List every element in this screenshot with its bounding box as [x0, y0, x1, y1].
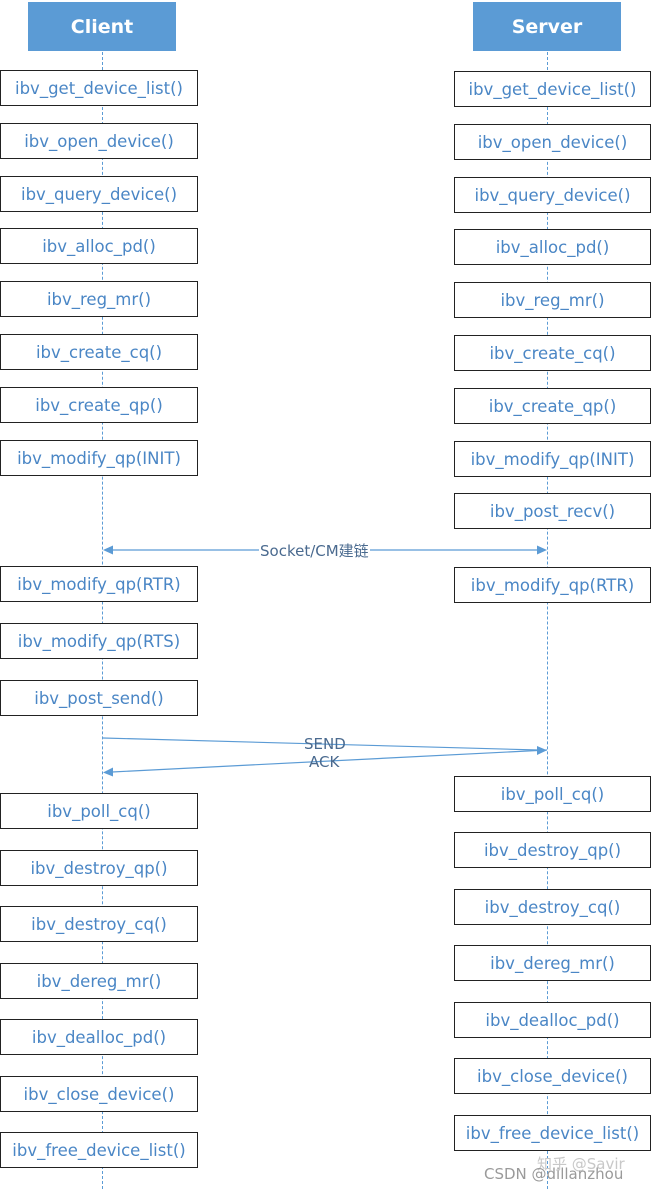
client-call-dealloc-pd: ibv_dealloc_pd() [0, 1019, 198, 1055]
client-call-poll-cq: ibv_poll_cq() [0, 793, 198, 829]
client-header: Client [28, 2, 176, 51]
connect-arrowhead-right [537, 545, 547, 555]
server-lifeline [547, 52, 548, 1189]
client-call-modify-qp-init: ibv_modify_qp(INIT) [0, 440, 198, 476]
server-call-create-qp: ibv_create_qp() [454, 388, 651, 424]
client-call-create-cq: ibv_create_cq() [0, 334, 198, 370]
ack-arrowhead [103, 767, 113, 777]
server-call-modify-qp-rtr: ibv_modify_qp(RTR) [454, 567, 651, 603]
client-call-destroy-qp: ibv_destroy_qp() [0, 850, 198, 886]
server-call-post-recv: ibv_post_recv() [454, 493, 651, 529]
csdn-watermark: CSDN @dillanzhou [484, 1165, 624, 1183]
ack-arrow-line [111, 749, 548, 773]
client-call-dereg-mr: ibv_dereg_mr() [0, 963, 198, 999]
client-call-create-qp: ibv_create_qp() [0, 387, 198, 423]
server-call-open-device: ibv_open_device() [454, 124, 651, 160]
client-call-get-device-list: ibv_get_device_list() [0, 70, 198, 106]
client-call-query-device: ibv_query_device() [0, 176, 198, 212]
send-label: SEND [304, 735, 346, 753]
server-call-dealloc-pd: ibv_dealloc_pd() [454, 1002, 651, 1038]
server-call-close-device: ibv_close_device() [454, 1058, 651, 1094]
client-call-close-device: ibv_close_device() [0, 1076, 198, 1112]
server-header: Server [473, 2, 621, 51]
server-call-destroy-qp: ibv_destroy_qp() [454, 832, 651, 868]
client-call-free-device-list: ibv_free_device_list() [0, 1132, 198, 1168]
client-call-reg-mr: ibv_reg_mr() [0, 281, 198, 317]
client-lifeline [102, 52, 103, 1189]
server-call-reg-mr: ibv_reg_mr() [454, 282, 651, 318]
server-call-dereg-mr: ibv_dereg_mr() [454, 945, 651, 981]
zhihu-watermark: 知乎 @Savir [537, 1155, 625, 1173]
client-call-open-device: ibv_open_device() [0, 123, 198, 159]
server-call-free-device-list: ibv_free_device_list() [454, 1115, 651, 1151]
server-call-alloc-pd: ibv_alloc_pd() [454, 229, 651, 265]
client-call-destroy-cq: ibv_destroy_cq() [0, 906, 198, 942]
ack-label: ACK [309, 753, 340, 771]
server-call-poll-cq: ibv_poll_cq() [454, 776, 651, 812]
server-call-destroy-cq: ibv_destroy_cq() [454, 889, 651, 925]
server-call-modify-qp-init: ibv_modify_qp(INIT) [454, 441, 651, 477]
client-call-post-send: ibv_post_send() [0, 680, 198, 716]
connect-arrowhead-left [103, 545, 113, 555]
client-call-modify-qp-rtr: ibv_modify_qp(RTR) [0, 566, 198, 602]
server-call-get-device-list: ibv_get_device_list() [454, 71, 651, 107]
server-call-query-device: ibv_query_device() [454, 177, 651, 213]
server-call-create-cq: ibv_create_cq() [454, 335, 651, 371]
client-call-alloc-pd: ibv_alloc_pd() [0, 228, 198, 264]
send-arrow-line [102, 737, 539, 751]
connect-label: Socket/CM建链 [259, 542, 370, 560]
client-call-modify-qp-rts: ibv_modify_qp(RTS) [0, 623, 198, 659]
